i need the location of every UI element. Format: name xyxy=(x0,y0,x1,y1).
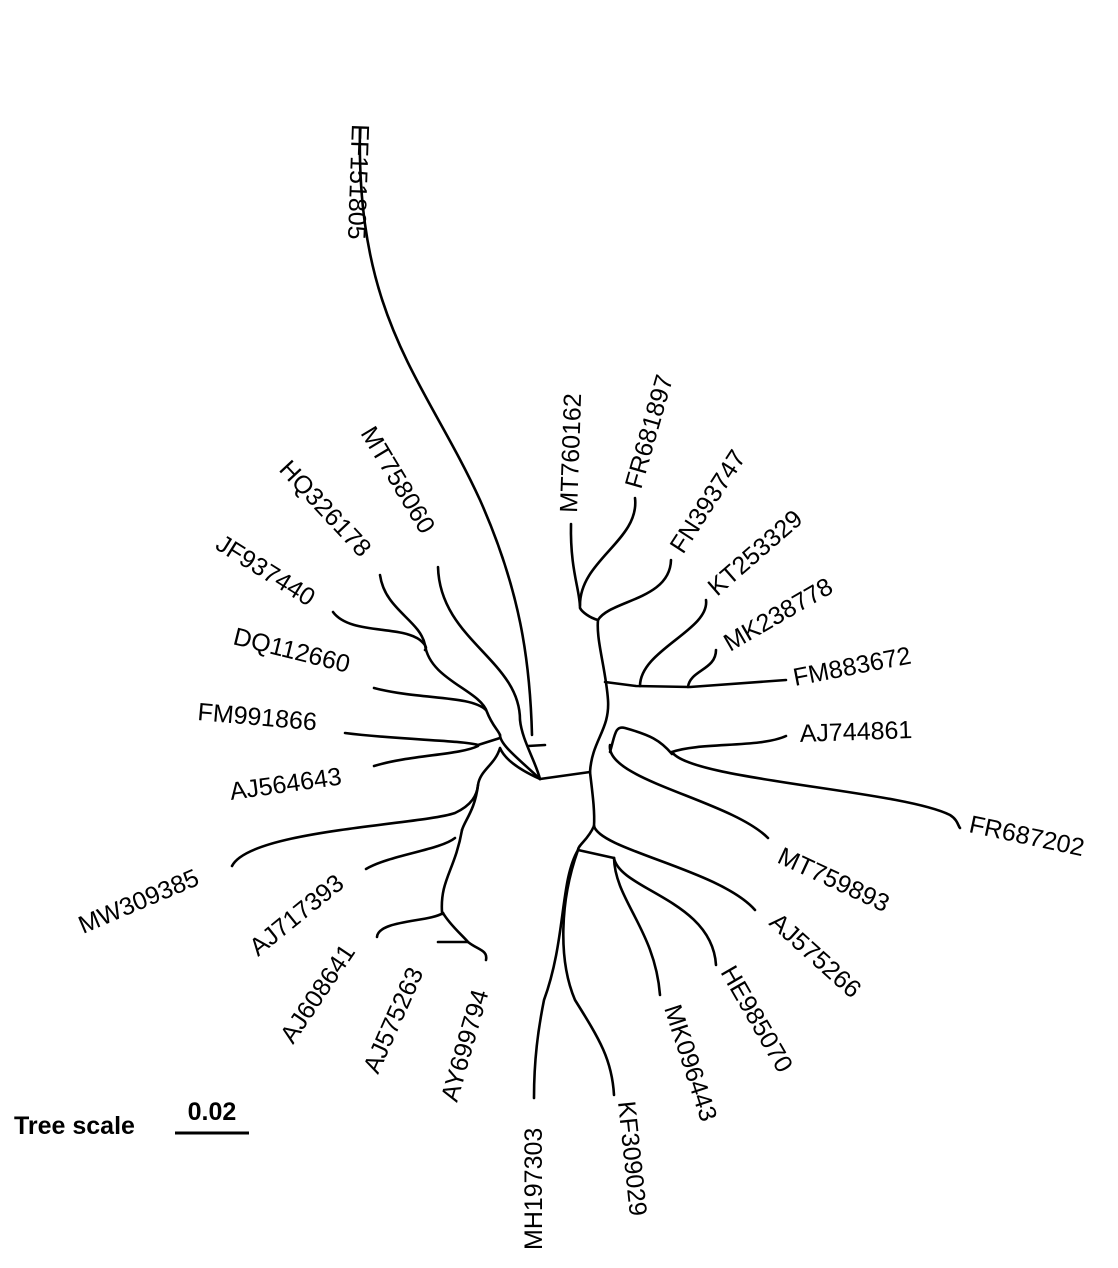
leaf-label: FR681897 xyxy=(620,372,679,492)
tree-scale-value: 0.02 xyxy=(188,1098,237,1126)
branch-aj608641 xyxy=(375,911,445,939)
leaf-label: FM883672 xyxy=(791,642,914,692)
branch-jf937440 xyxy=(331,610,428,652)
tree-scale: Tree scale 0.02 xyxy=(14,1098,249,1140)
leaf-label: MT759893 xyxy=(773,842,893,918)
branch-fn393747 xyxy=(596,558,673,622)
leaf-label: MW309385 xyxy=(74,864,203,940)
branch-mk238778 xyxy=(686,648,718,689)
leaf-label: AY699794 xyxy=(436,986,495,1104)
leaf-label: MT760162 xyxy=(555,393,587,513)
branch-aj744861 xyxy=(670,734,788,754)
branch-mk-fm-group xyxy=(603,678,788,689)
leaf-label: FN393747 xyxy=(665,445,752,558)
branch-hq326178 xyxy=(378,573,502,737)
leaf-label: MK096443 xyxy=(658,1001,722,1125)
branch-aj564643 xyxy=(372,744,480,768)
leaf-label: AJ608641 xyxy=(275,939,361,1048)
leaf-label: AJ575263 xyxy=(358,963,429,1077)
branch-mt760162 xyxy=(569,522,600,622)
branch-dq112660 xyxy=(372,686,488,712)
branch-kt253329 xyxy=(638,598,708,688)
branch-he985070 xyxy=(612,856,718,967)
leaf-label: AJ575266 xyxy=(764,908,866,1004)
tree-branches xyxy=(230,126,962,1100)
branch-mw309385 xyxy=(230,783,480,868)
branch-lower-left xyxy=(460,746,542,832)
leaf-label: AJ564643 xyxy=(228,763,343,806)
leaf-label: AJ744861 xyxy=(799,716,913,748)
branch-ay699794 xyxy=(466,940,488,962)
branch-mt759893 xyxy=(608,743,770,840)
branch-mh197303 xyxy=(532,848,580,1100)
branch-fr681897 xyxy=(578,496,637,607)
branch-kf309029 xyxy=(562,848,616,1097)
branch-ef151805 xyxy=(358,126,534,737)
leaf-label: FM991866 xyxy=(196,698,318,736)
branch-fm991866 xyxy=(343,731,502,747)
leaf-label: MT758060 xyxy=(355,422,441,539)
branch-fr687202 xyxy=(670,750,962,830)
branch-root xyxy=(538,770,592,781)
leaf-label: FR687202 xyxy=(967,810,1087,862)
branch-root-upper-left xyxy=(526,743,547,748)
leaf-label: JF937440 xyxy=(211,529,320,612)
branch-aj608641-group xyxy=(440,828,464,916)
branch-aj744861-group xyxy=(608,726,674,756)
branch-right-trunk xyxy=(588,618,610,774)
branch-aj575266 xyxy=(592,824,757,912)
branch-lower-right xyxy=(588,770,596,828)
branch-aj575263-ay699794 xyxy=(436,911,470,944)
leaf-label: KF309029 xyxy=(612,1100,652,1218)
leaf-labels: EF151805 MT760162 FR681897 FN393747 KT25… xyxy=(74,124,1086,1250)
leaf-label: DQ112660 xyxy=(231,623,353,679)
leaf-label: HE985070 xyxy=(715,961,798,1077)
leaf-label: HQ326178 xyxy=(274,455,377,563)
branch-aj717393 xyxy=(364,836,457,871)
tree-scale-title: Tree scale xyxy=(14,1112,135,1140)
leaf-label: EF151805 xyxy=(342,124,374,240)
branch-mt758060 xyxy=(436,565,542,781)
leaf-label: MH197303 xyxy=(520,1128,548,1250)
leaf-label: KT253329 xyxy=(703,505,808,602)
branch-mk096443 xyxy=(612,856,662,997)
